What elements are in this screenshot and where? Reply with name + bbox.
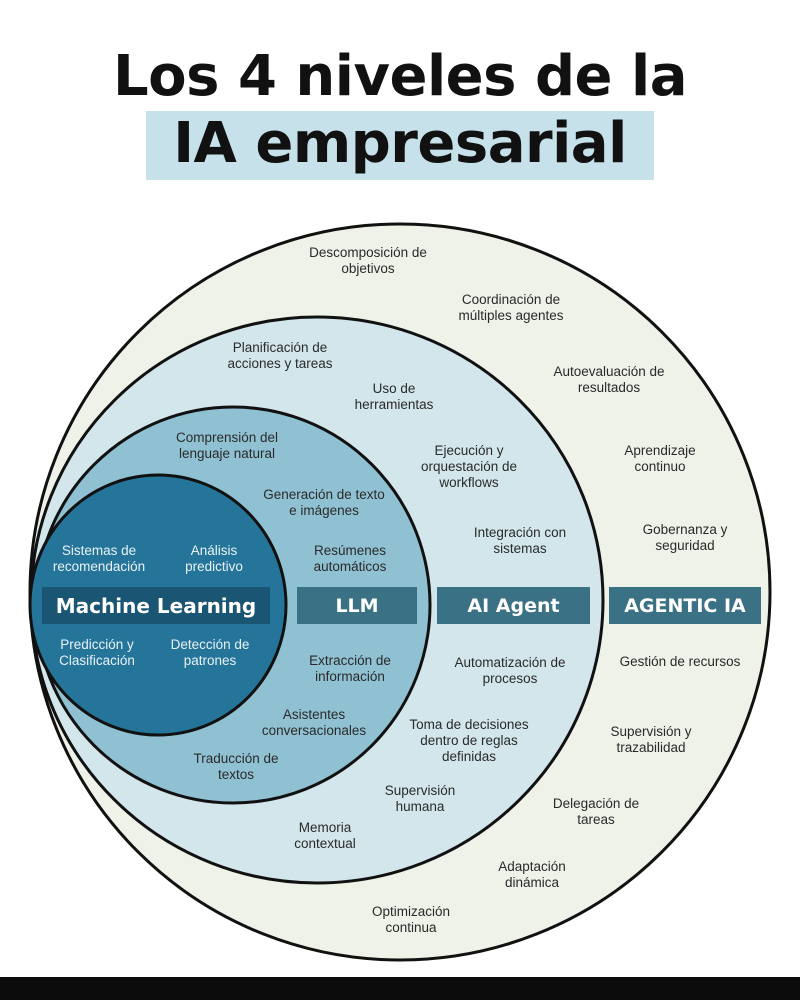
ml-item-predictive-analysis: Análisis predictivo (185, 543, 243, 574)
title-line-2: IA empresarial (173, 111, 627, 176)
agent-item-human-supervision: Supervisión humana (384, 783, 456, 814)
level-label-llm: LLM (297, 587, 417, 624)
llm-item-nlu: Comprensión del lenguaje natural (175, 430, 279, 461)
ml-item-recommendation: Sistemas de recomendación (52, 543, 146, 574)
title-line-1: Los 4 niveles de la (112, 44, 688, 109)
agentic-item-resource-management: Gestión de recursos (619, 654, 741, 669)
agent-item-tools: Uso de herramientas (354, 381, 434, 412)
agent-item-automation: Automatización de procesos (454, 655, 566, 686)
level-label-agentic-ia: AGENTIC IA (609, 587, 761, 624)
agentic-item-goal-decomposition: Descomposición de objetivos (309, 245, 427, 276)
agentic-item-delegation: Delegación de tareas (552, 796, 640, 827)
level-label-machine-learning: Machine Learning (42, 587, 270, 624)
llm-item-summaries: Resúmenes automáticos (313, 543, 387, 574)
llm-item-generation: Generación de texto e imágenes (263, 487, 385, 518)
agent-item-integration: Integración con sistemas (473, 525, 567, 556)
ml-item-pattern-detection: Detección de patrones (170, 637, 250, 668)
agent-item-orchestration: Ejecución y orquestación de workflows (420, 443, 518, 490)
agentic-item-continuous-learning: Aprendizaje continuo (624, 443, 696, 474)
level-label-ai-agent: AI Agent (437, 587, 590, 624)
llm-item-translation: Traducción de textos (193, 751, 279, 782)
agent-item-planning: Planificación de acciones y tareas (227, 340, 333, 371)
ml-item-prediction-classification: Predicción y Clasificación (59, 637, 135, 668)
agentic-item-continuous-optimization: Optimización continua (371, 904, 451, 935)
llm-item-extraction: Extracción de información (309, 653, 391, 684)
agentic-item-governance: Gobernanza y seguridad (642, 522, 728, 553)
llm-item-assistants: Asistentes conversacionales (261, 707, 367, 738)
agentic-item-dynamic-adaptation: Adaptación dinámica (498, 859, 566, 890)
agentic-item-multi-agent: Coordinación de múltiples agentes (458, 292, 564, 323)
agentic-item-traceability: Supervisión y trazabilidad (610, 724, 692, 755)
agentic-item-self-evaluation: Autoevaluación de resultados (553, 364, 665, 395)
agent-item-decisions: Toma de decisiones dentro de reglas defi… (409, 717, 529, 764)
title-highlight (146, 111, 654, 180)
agent-item-contextual-memory: Memoria contextual (294, 820, 356, 851)
bottom-bar (0, 977, 800, 1000)
